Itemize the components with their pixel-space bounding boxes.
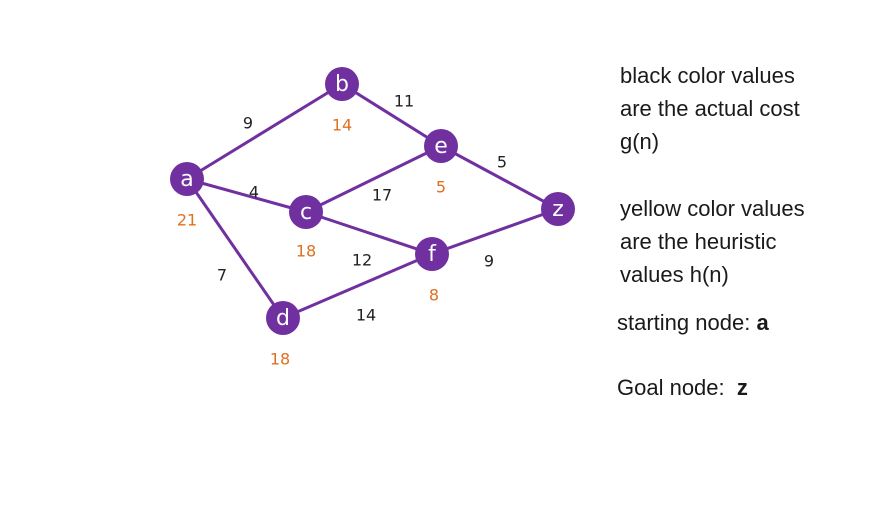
- legend-g-line-1: black color values: [620, 63, 795, 88]
- edge-c-f: [305, 210, 433, 256]
- node-heuristic-d: 18: [270, 350, 290, 369]
- legend-heuristic: yellow color values are the heuristic va…: [620, 192, 860, 291]
- legend-actual-cost: black color values are the actual cost g…: [620, 59, 860, 158]
- weights-layer: 9 4 7 11 17 12 14 5 9: [217, 92, 507, 325]
- goal-node-line: Goal node: z: [617, 375, 748, 401]
- edge-weight-e-z: 5: [497, 153, 507, 172]
- legend-h-line-1: yellow color values: [620, 196, 805, 221]
- node-label-d: d: [276, 306, 290, 331]
- edge-c-e: [305, 144, 442, 214]
- node-label-c: c: [300, 200, 312, 225]
- edge-weight-c-f: 12: [352, 251, 372, 270]
- starting-node-value: a: [756, 310, 769, 335]
- node-label-f: f: [428, 242, 437, 267]
- node-z: [541, 192, 575, 226]
- edge-f-z: [431, 207, 559, 256]
- node-label-a: a: [180, 167, 193, 192]
- edge-weight-c-e: 17: [372, 186, 392, 205]
- edge-weight-f-z: 9: [484, 252, 494, 271]
- node-b: [325, 67, 359, 101]
- heuristics-layer: 21 14 18 18 5 8: [177, 116, 446, 369]
- node-a: [170, 162, 204, 196]
- edge-a-d: [185, 178, 285, 319]
- node-heuristic-f: 8: [429, 286, 439, 305]
- goal-node-label: Goal node:: [617, 375, 737, 400]
- node-heuristic-b: 14: [332, 116, 352, 135]
- edge-a-b: [186, 82, 343, 181]
- edge-weight-d-f: 14: [356, 306, 376, 325]
- edge-weight-a-b: 9: [243, 114, 253, 133]
- starting-node-line: starting node: a: [617, 310, 769, 336]
- node-heuristic-a: 21: [177, 211, 197, 230]
- node-c: [289, 195, 323, 229]
- graph-diagram: 9 4 7 11 17 12 14 5 9 a b c d e f z 21 14 18 18 5 8: [170, 67, 575, 369]
- legend-h-line-2: are the heuristic: [620, 229, 777, 254]
- legend-h-line-3: values h(n): [620, 262, 729, 287]
- edge-weight-a-d: 7: [217, 266, 227, 285]
- starting-node-label: starting node:: [617, 310, 757, 335]
- legend-g-line-2: are the actual cost: [620, 96, 800, 121]
- edges-layer: [185, 82, 559, 320]
- edge-e-z: [440, 144, 559, 211]
- legend-g-line-3: g(n): [620, 129, 660, 154]
- node-label-z: z: [552, 197, 564, 222]
- node-d: [266, 301, 300, 335]
- edge-weight-b-e: 11: [394, 92, 414, 111]
- goal-node-value: z: [736, 375, 748, 400]
- node-heuristic-e: 5: [436, 178, 446, 197]
- node-e: [424, 129, 458, 163]
- edge-b-e: [341, 82, 442, 148]
- node-label-e: e: [434, 134, 448, 159]
- node-f: [415, 237, 449, 271]
- node-heuristic-c: 18: [296, 242, 316, 261]
- edge-a-c: [186, 177, 307, 214]
- edge-weight-a-c: 4: [249, 183, 259, 202]
- nodes-layer: a b c d e f z: [170, 67, 575, 335]
- node-label-b: b: [335, 72, 349, 97]
- edge-d-f: [282, 252, 433, 320]
